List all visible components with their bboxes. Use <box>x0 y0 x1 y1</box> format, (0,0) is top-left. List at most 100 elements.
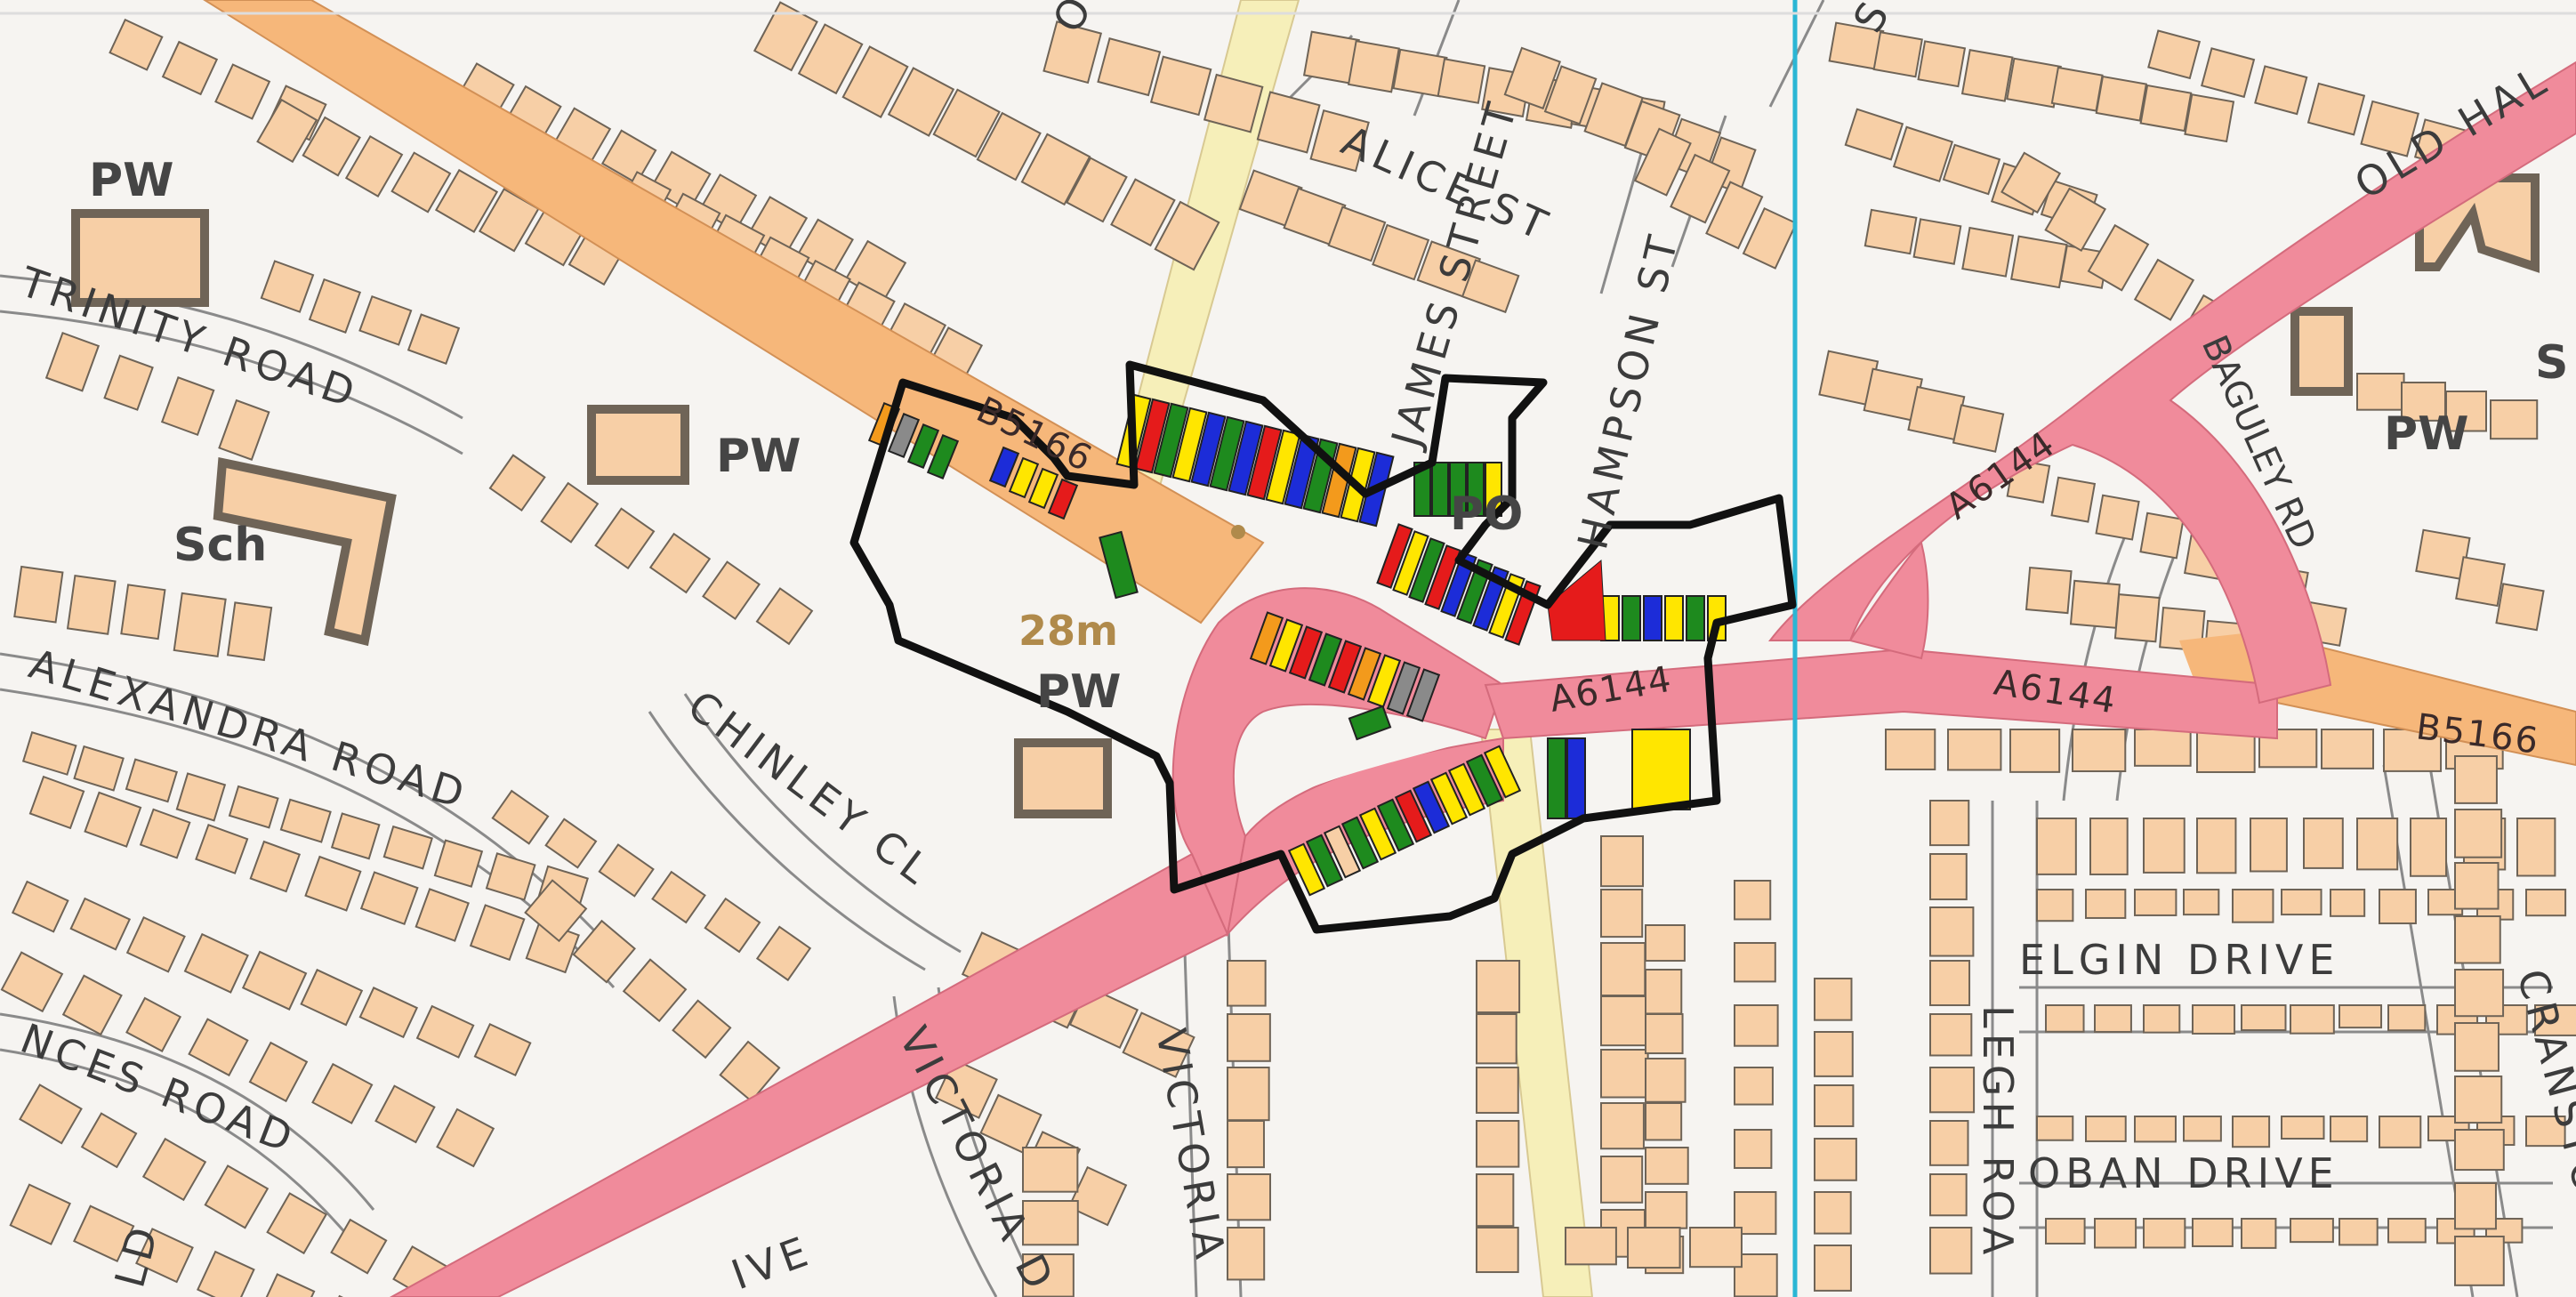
premises-unit <box>1643 595 1662 641</box>
building <box>1503 46 1561 110</box>
building <box>61 974 123 1036</box>
building <box>2085 889 2127 919</box>
building <box>1600 1102 1645 1150</box>
building <box>195 823 249 874</box>
building <box>1227 1067 1270 1122</box>
premises-unit <box>1376 798 1415 852</box>
building <box>2025 566 2073 615</box>
building <box>266 1192 328 1255</box>
building <box>2454 1129 2505 1172</box>
building <box>330 1218 388 1275</box>
building <box>2454 1075 2503 1124</box>
building <box>2250 818 2288 873</box>
premises-unit <box>1305 834 1344 888</box>
building <box>1814 1138 1857 1181</box>
premises-unit <box>1429 771 1469 826</box>
building <box>704 897 761 954</box>
building <box>259 1273 316 1297</box>
premises-unit <box>1413 462 1431 517</box>
building <box>2183 1116 2222 1142</box>
building <box>69 897 132 951</box>
building <box>1960 49 2014 102</box>
building <box>1645 1191 1688 1229</box>
building <box>2290 1218 2334 1244</box>
building <box>226 601 273 662</box>
building <box>1892 125 1954 183</box>
building <box>1705 181 1764 250</box>
premises-unit <box>1190 411 1227 487</box>
premises-unit <box>1347 647 1382 701</box>
premises-unit <box>1047 478 1079 520</box>
building <box>139 808 191 859</box>
building <box>2401 382 2446 422</box>
building <box>2050 476 2097 523</box>
building <box>1022 1147 1079 1193</box>
spot-height-label: 28m <box>1018 607 1118 655</box>
building <box>2454 915 2501 964</box>
building <box>2069 579 2121 629</box>
premises-unit <box>1008 456 1040 499</box>
building <box>2134 1116 2177 1143</box>
building <box>2455 556 2506 608</box>
premises-unit <box>1547 737 1566 819</box>
building <box>2339 1218 2379 1246</box>
building <box>1633 127 1692 197</box>
building <box>1042 20 1103 85</box>
street-label-oban-drive: OBAN DRIVE <box>2028 1149 2339 1197</box>
premises-unit <box>1284 433 1320 510</box>
building <box>125 996 182 1052</box>
building <box>433 839 484 888</box>
building <box>302 116 361 177</box>
building <box>120 584 166 640</box>
building <box>932 88 1001 158</box>
building <box>359 871 419 926</box>
building <box>2147 29 2202 80</box>
building <box>188 1018 249 1077</box>
building <box>308 278 362 334</box>
building <box>2134 729 2192 767</box>
building <box>228 785 279 829</box>
building <box>651 870 706 924</box>
building <box>1097 37 1162 97</box>
building <box>1645 1102 1683 1141</box>
building <box>436 1108 495 1168</box>
building <box>2241 1218 2277 1249</box>
premises-unit <box>1027 467 1059 510</box>
premises-unit <box>1392 530 1429 596</box>
study-area-boundary[interactable] <box>849 360 1797 934</box>
premises-unit <box>1358 807 1397 861</box>
building <box>1670 153 1731 224</box>
poi-label-pw-3: PW <box>1036 665 1121 719</box>
building <box>1227 1227 1266 1281</box>
building <box>311 1062 374 1124</box>
premises-unit <box>1099 530 1139 600</box>
building <box>214 63 271 120</box>
building <box>2241 1004 2287 1032</box>
premises-unit <box>1327 640 1363 694</box>
building <box>976 111 1042 181</box>
building <box>1645 1058 1686 1103</box>
building <box>1929 906 1975 957</box>
building <box>524 879 588 943</box>
premises-unit <box>1265 429 1301 505</box>
premises-unit <box>926 433 960 480</box>
building <box>1929 1013 1973 1057</box>
building <box>204 1164 270 1229</box>
premises-unit <box>1405 668 1441 722</box>
building <box>2095 494 2140 541</box>
building <box>2095 75 2148 122</box>
building <box>1600 835 1645 888</box>
building <box>1227 1013 1271 1062</box>
building <box>1885 729 1936 770</box>
poi-label-sc-edge: S <box>2535 336 2568 390</box>
premises-unit <box>1228 420 1264 496</box>
building <box>175 772 227 822</box>
building <box>125 758 178 803</box>
building <box>73 745 125 792</box>
building <box>2410 818 2448 877</box>
building <box>161 40 219 96</box>
building <box>2010 235 2068 289</box>
premises-unit <box>1465 753 1504 808</box>
building <box>1814 1084 1855 1128</box>
